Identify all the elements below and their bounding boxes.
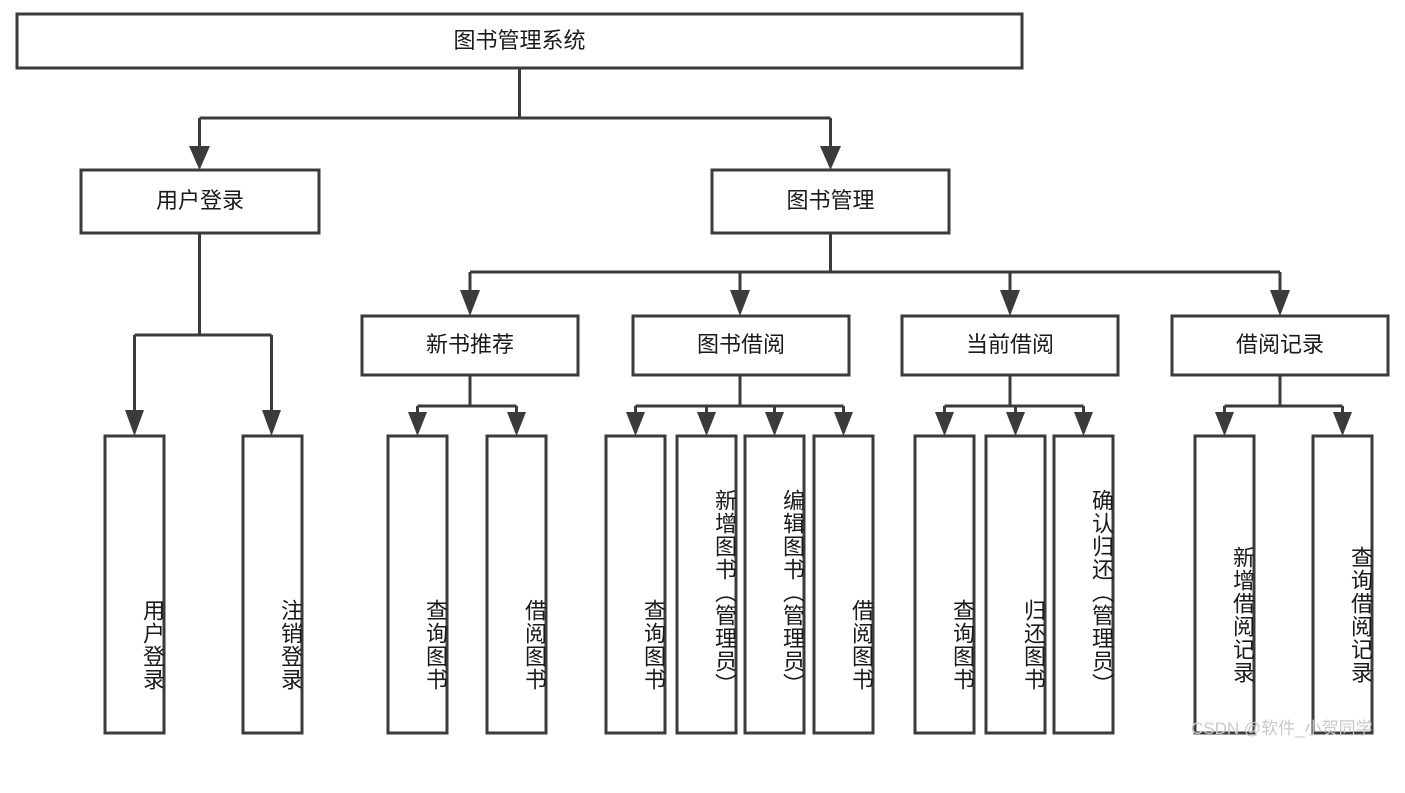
node-borrow-record-label: 借阅记录 [1236, 332, 1324, 357]
connector-group-bookborrow-to-leaves [626, 375, 853, 436]
connector-group-currentborrow-to-leaves [935, 375, 1093, 436]
node-user-login[interactable]: 用户登录 [79, 168, 321, 235]
connector-group-newbookrec-to-leaves [408, 375, 526, 436]
node-user-login-label: 用户登录 [156, 188, 244, 213]
leaf-box-edit-book[interactable] [743, 434, 806, 735]
arrow-head-leaf-query-book-1 [408, 412, 427, 436]
diagram-root: 图书管理系统 用户登录 图书管理 新书推荐 图书借阅 当前借阅 借阅记录 [15, 12, 1390, 738]
connector-group-root-to-level2 [189, 68, 841, 170]
node-current-borrow-label: 当前借阅 [966, 332, 1054, 357]
arrow-head-book-manage [820, 146, 841, 170]
arrow-head-leaf-add-record [1215, 412, 1234, 436]
node-new-book-recommend[interactable]: 新书推荐 [360, 314, 580, 377]
arrow-head-leaf-add-book [697, 412, 716, 436]
arrow-head-leaf-return-book [1006, 412, 1025, 436]
leaf-box-borrow-book-2[interactable] [812, 434, 875, 735]
arrow-head-leaf-query-book-2 [626, 412, 645, 436]
arrow-head-leaf-logout [262, 410, 281, 436]
leaf-box-add-book[interactable] [675, 434, 738, 735]
arrow-head-leaf-user-login [125, 410, 144, 436]
arrow-head-leaf-edit-book [765, 412, 784, 436]
leaf-box-user-login[interactable] [103, 434, 166, 735]
node-book-manage-label: 图书管理 [786, 188, 874, 213]
leaf-box-confirm-return[interactable] [1052, 434, 1115, 735]
arrow-head-new-book-rec [460, 290, 480, 316]
leaf-box-borrow-book-1[interactable] [485, 434, 548, 735]
leaf-box-logout[interactable] [241, 434, 304, 735]
node-book-manage-box[interactable] [710, 168, 951, 235]
arrow-head-leaf-confirm-return [1074, 412, 1093, 436]
arrow-head-user-login [189, 146, 210, 170]
node-book-borrow-label: 图书借阅 [697, 332, 785, 357]
node-book-borrow[interactable]: 图书借阅 [631, 314, 851, 377]
arrow-head-borrow-record [1270, 290, 1290, 316]
node-new-book-recommend-box[interactable] [360, 314, 580, 377]
node-user-login-box[interactable] [79, 168, 321, 235]
arrow-head-leaf-query-record [1333, 412, 1352, 436]
node-root-box[interactable] [15, 12, 1024, 70]
connector-group-borrowrecord-to-leaves [1215, 375, 1352, 436]
node-book-borrow-box[interactable] [631, 314, 851, 377]
node-book-manage[interactable]: 图书管理 [710, 168, 951, 235]
connector-group-bookmanage-to-level3 [460, 233, 1290, 316]
diagram-canvas: 图书管理系统 用户登录 图书管理 新书推荐 图书借阅 当前借阅 借阅记录 [15, 12, 1390, 735]
csdn-watermark: CSDN @软件_小贺同学 [1191, 719, 1373, 738]
leaf-box-return-book[interactable] [984, 434, 1047, 735]
arrow-head-leaf-borrow-book-2 [834, 412, 853, 436]
arrow-head-leaf-query-book-3 [935, 412, 954, 436]
node-root[interactable]: 图书管理系统 [15, 12, 1024, 70]
arrow-head-current-borrow [1000, 290, 1020, 316]
node-current-borrow-box[interactable] [900, 314, 1120, 377]
node-borrow-record-box[interactable] [1170, 314, 1390, 377]
node-root-label: 图书管理系统 [453, 28, 585, 53]
node-new-book-recommend-label: 新书推荐 [426, 332, 514, 357]
leaf-box-add-borrow-record[interactable] [1193, 434, 1256, 735]
leaf-box-query-borrow-record[interactable] [1311, 434, 1374, 735]
node-borrow-record[interactable]: 借阅记录 [1170, 314, 1390, 377]
arrow-head-book-borrow [730, 290, 750, 316]
leaf-box-query-book-3[interactable] [913, 434, 976, 735]
leaf-box-query-book-1[interactable] [386, 434, 449, 735]
node-current-borrow[interactable]: 当前借阅 [900, 314, 1120, 377]
connector-group-userlogin-to-leaves [125, 233, 281, 436]
arrow-head-leaf-borrow-book-1 [507, 412, 526, 436]
leaf-box-query-book-2[interactable] [604, 434, 667, 735]
